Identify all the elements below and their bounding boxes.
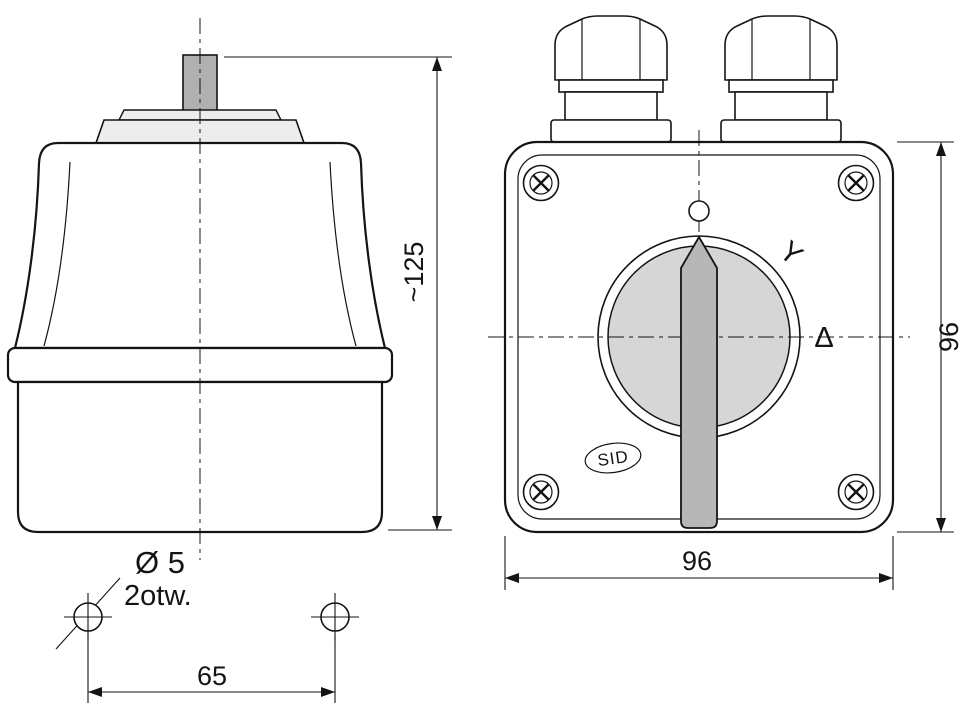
screw-top-left (522, 164, 560, 202)
lower-box (16, 380, 384, 534)
dimension-label-65: 65 (197, 661, 227, 691)
dimension-hole-spacing-65: 65 (87, 634, 336, 703)
screw-bottom-right (837, 473, 875, 511)
dome-contour-right (329, 161, 357, 347)
sid-logo-oval (584, 442, 642, 474)
dimension-height-96: 96 (897, 141, 964, 533)
hole-diameter-label: Ø 5 (135, 545, 185, 580)
mounting-holes: Ø 5 2otw. 65 (55, 545, 359, 703)
sid-logo-text: SID (596, 447, 630, 470)
position-delta-label: Δ (814, 322, 833, 354)
side-view: ~125 Ø 5 2otw. 65 (6, 18, 452, 703)
mounting-hole-right (311, 593, 359, 641)
position-off-icon (688, 200, 710, 222)
dimension-width-96: 96 (504, 536, 894, 590)
screw-bottom-left (522, 473, 560, 511)
switch-handle (680, 236, 718, 529)
dimension-label-width-96: 96 (682, 546, 712, 576)
screw-top-right (837, 164, 875, 202)
dimension-label-125: ~125 (399, 242, 429, 303)
front-view: Y Δ SID 96 96 (488, 15, 964, 590)
dome-contour-left (43, 161, 71, 347)
hole-count-label: 2otw. (124, 580, 192, 612)
cable-gland-right (720, 15, 842, 143)
sid-logo: SID (584, 442, 642, 474)
cable-gland-left (550, 15, 672, 143)
dimension-label-height-96: 96 (934, 322, 964, 352)
dimension-height-125: ~125 (224, 56, 452, 531)
mounting-hole-left (64, 593, 112, 641)
